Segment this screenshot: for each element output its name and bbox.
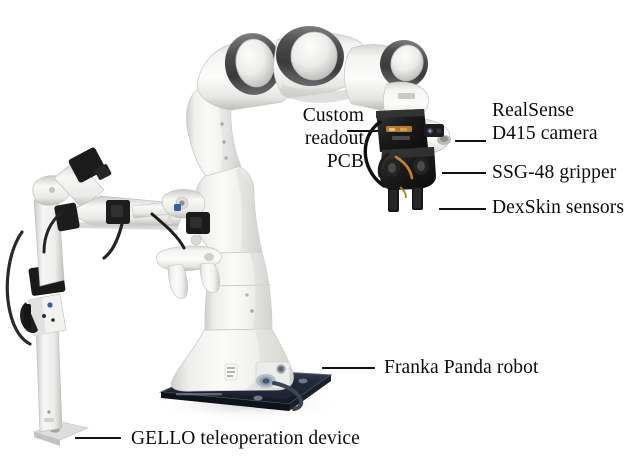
joint-elbow-left [196,33,294,111]
dexskin-sensor-fingers [388,186,423,212]
custom-readout-pcb-graphic [376,109,428,152]
leader-line-gello-teleoperation-device [75,437,121,440]
gello-motor-boom-left [54,202,80,232]
annotation-label-ssg-48-gripper: SSG-48 gripper [492,161,642,184]
annotation-line: DexSkin sensors [492,197,625,218]
gello-cable-lower [5,230,32,346]
ssg-48-gripper-graphic [377,147,436,190]
leader-line-custom-readout-pcb [347,130,378,133]
realsense-d415-camera-graphic [424,124,444,137]
gello-cable-upper [102,222,124,260]
annotation-line: RealSense [492,100,575,121]
annotation-line: D415 camera [492,123,598,144]
annotation-label-custom-readout-pcb: Custom readout PCB [284,104,364,173]
gello-cable-left [42,210,64,254]
gello-wrist-cluster [161,189,210,246]
annotation-line: readout [304,128,364,149]
gello-joint-lower [20,293,67,337]
annotation-line: PCB [326,151,364,172]
annotation-label-franka-panda-robot: Franka Panda robot [384,356,584,379]
gello-motor-boom-right [106,200,130,224]
joint-elbow-center [276,25,344,87]
custom-gripper-assembly [363,109,444,212]
franka-panda-robot-graphic [153,25,451,421]
leader-line-ssg-48-gripper [442,172,486,175]
annotation-line: SSG-48 gripper [492,162,617,183]
annotation-line: GELLO teleoperation device [131,428,360,449]
leader-line-realsense-d415-camera [455,140,486,143]
gripper-cable [363,120,386,188]
gello-trigger-linkage [150,212,186,250]
annotation-line: Custom [302,105,364,126]
flange-marking [398,93,415,99]
gello-diagonal-link [53,159,105,209]
base-connector [224,361,304,411]
franka-hand-gripper [156,245,222,299]
gello-motor-elbow [68,147,112,183]
gello-vertical-link [35,321,63,433]
leader-line-franka-panda-robot [322,367,375,370]
leader-line-dexskin-sensors [439,208,486,211]
annotation-label-gello-teleoperation-device: GELLO teleoperation device [131,427,411,450]
gello-status-led [174,204,181,211]
gello-teleoperation-device-graphic [5,147,210,446]
annotation-line: Franka Panda robot [384,357,539,378]
annotation-label-realsense-d415-camera: RealSense D415 camera [492,99,642,145]
joint-wrist [380,40,428,88]
annotation-label-dexskin-sensors: DexSkin sensors [492,196,642,219]
